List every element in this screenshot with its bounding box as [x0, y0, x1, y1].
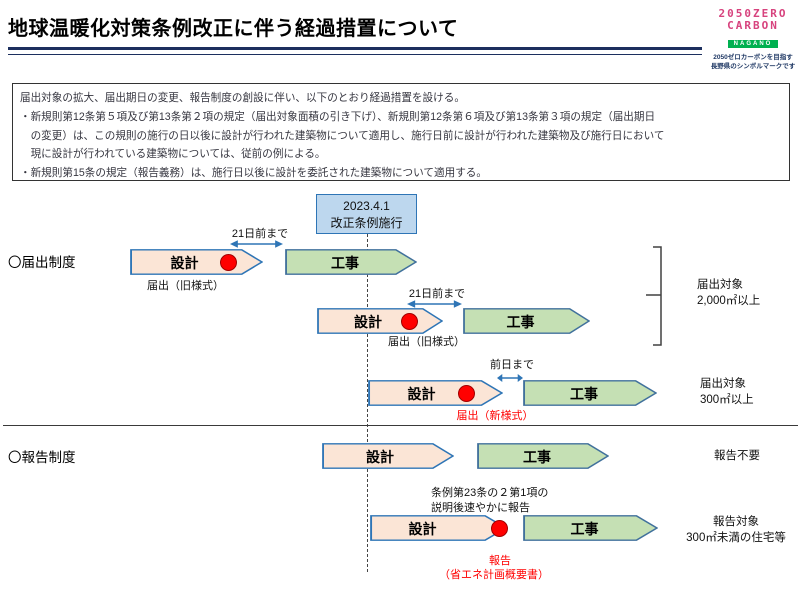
info-line-1: 届出対象の拡大、届出期日の変更、報告制度の創設に伴い、以下のとおり経過措置を設け… [20, 92, 465, 104]
row5-report-sublabel-2: （省エネ計画概要書） [439, 569, 549, 581]
row2-design-label: 設計 [354, 314, 382, 330]
row1-notification-sublabel: 届出（旧様式） [147, 280, 224, 292]
row3-design-arrow: 設計 [368, 380, 503, 406]
row1-deadline-label: 21日前まで [231, 228, 289, 240]
row3-deadline-arrow-icon [497, 374, 523, 382]
info-line-3: の変更）は、この規則の施行の日以後に設計が行われた建築物について適用し、施行日前… [20, 129, 665, 142]
rows12-target-label: 届出対象 2,000㎡以上 [697, 279, 761, 307]
logo-badge-nagano: NAGANO [727, 40, 779, 48]
section-divider [3, 425, 798, 426]
row4-construction-arrow: 工事 [477, 443, 609, 469]
row5-report-sublabel-1: 報告 [489, 555, 511, 567]
row3-target-label: 届出対象 300㎡以上 [700, 378, 754, 406]
row1-design-label: 設計 [170, 255, 199, 271]
row2-notification-dot [401, 313, 418, 330]
row1-construction-label: 工事 [331, 255, 359, 271]
row5-construction-label: 工事 [570, 521, 599, 537]
row3-deadline-label: 前日まで [490, 359, 534, 371]
row4-design-label: 設計 [366, 449, 394, 465]
title-underline [8, 47, 702, 55]
row4-construction-label: 工事 [523, 449, 551, 465]
logo-caption: 2050ゼロカーボンを目指す 長野県のシンボルマークです [710, 54, 796, 70]
row2-design-arrow: 設計 [317, 308, 443, 334]
enforcement-dashed-line [367, 234, 368, 572]
row1-construction-arrow: 工事 [285, 249, 417, 275]
row2-deadline-label: 21日前まで [408, 288, 466, 300]
logo-text-carbon: CARBON [727, 19, 779, 32]
row2-deadline-arrow-icon [407, 300, 462, 308]
row5-report-timing-note: 条例第23条の２第1項の 説明後速やかに報告 [431, 487, 549, 514]
row3-notification-dot [458, 385, 475, 402]
transitional-measures-text-box: 届出対象の拡大、届出期日の変更、報告制度の創設に伴い、以下のとおり経過措置を設け… [12, 83, 790, 181]
section-report-label: 〇報告制度 [8, 450, 76, 465]
row5-design-label: 設計 [408, 521, 437, 537]
enforcement-date: 2023.4.1 [343, 199, 390, 213]
row5-construction-arrow: 工事 [523, 515, 658, 541]
row4-target-label: 報告不要 [714, 450, 760, 462]
row4-design-arrow: 設計 [322, 443, 454, 469]
zero-carbon-logo: 2050ZERO CARBON NAGANO 2050ゼロカーボンを目指す 長野… [708, 8, 798, 71]
row3-design-label: 設計 [407, 386, 436, 402]
row5-design-arrow: 設計 [370, 515, 508, 541]
row2-construction-arrow: 工事 [463, 308, 590, 334]
info-line-5: ・新規則第15条の規定（報告義務）は、施行日以後に設計を委託された建築物について… [20, 167, 487, 180]
enforcement-label: 改正条例施行 [330, 216, 403, 230]
row2-construction-label: 工事 [506, 314, 535, 330]
row3-notification-sublabel: 届出（新様式） [456, 410, 534, 422]
row3-construction-label: 工事 [570, 386, 598, 402]
row1-design-arrow: 設計 [130, 249, 263, 275]
enforcement-date-box: 2023.4.1 改正条例施行 [316, 194, 417, 234]
row1-deadline-arrow-icon [230, 240, 283, 248]
row3-construction-arrow: 工事 [523, 380, 657, 406]
row2-notification-sublabel: 届出（旧様式） [388, 336, 465, 348]
section-notification-label: 〇届出制度 [8, 255, 76, 270]
info-line-2: ・新規則第12条第５項及び第13条第２項の規定（届出対象面積の引き下げ）、新規則… [20, 110, 656, 123]
row5-report-dot [491, 520, 508, 537]
logo-text-2050zero: 2050ZERO [718, 7, 788, 20]
row5-target-label: 報告対象 300㎡未満の住宅等 [686, 516, 786, 544]
row1-notification-dot [220, 254, 237, 271]
rows12-bracket [646, 246, 662, 346]
info-line-4: 現に設計が行われている建築物については、従前の例による。 [20, 148, 326, 161]
page-title: 地球温暖化対策条例改正に伴う経過措置について [8, 18, 459, 40]
